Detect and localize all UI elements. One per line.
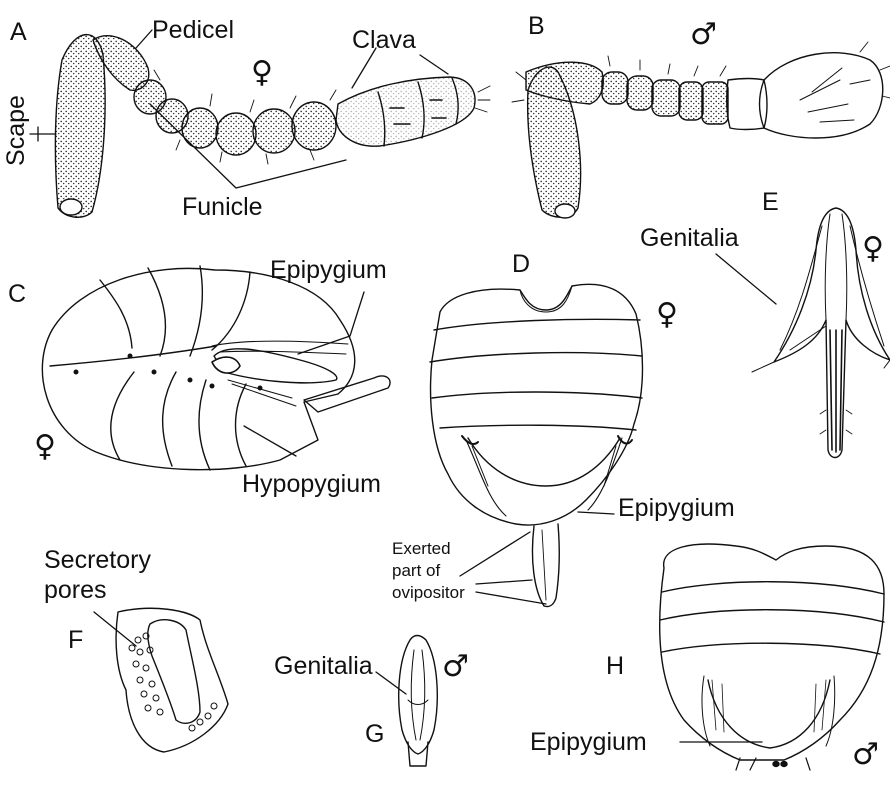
panel-c-metasoma-lateral [42, 266, 390, 470]
sclerite-inner-window [148, 620, 200, 724]
genitalia-label-female: Genitalia [640, 226, 739, 251]
male-metasoma-outline [660, 544, 884, 760]
epipygium-structure [212, 341, 348, 383]
exerted-ovipositor [532, 524, 559, 607]
panel-a-letter: A [10, 20, 27, 45]
pore-dots [129, 633, 217, 731]
panel-f-secretory-pores [94, 608, 228, 752]
male-genitalia-capsule [399, 636, 438, 755]
panel-a-female-symbol: ♀ [251, 58, 273, 88]
secretory-pores-label-line1: Secretory [44, 548, 151, 573]
panel-g-male-symbol: ♂ [442, 652, 469, 682]
epipygium-label-c: Epipygium [270, 258, 387, 283]
epipygium-dorsal-plate [462, 436, 632, 516]
panel-h-metasoma-male [660, 544, 884, 770]
secretory-pores-label-line2: pores [44, 578, 107, 603]
epipygium-label-d: Epipygium [618, 496, 735, 521]
panel-f-leader-line [94, 612, 136, 646]
sclerite-outline [116, 608, 228, 752]
male-genitalia-inner [408, 650, 428, 740]
ovipositor-label-line1: Exerted [392, 538, 451, 559]
male-funicle-pale-segment [727, 79, 767, 130]
panel-h-letter: H [606, 654, 624, 679]
panel-f-letter: F [68, 628, 83, 653]
male-tergite-lines [660, 582, 884, 654]
panel-g-genitalia-male [376, 636, 437, 767]
panel-b-male-symbol: ♂ [690, 20, 717, 50]
panel-h-male-symbol: ♂ [852, 740, 879, 770]
panel-b-antenna-male [512, 42, 890, 218]
genital-shaft [830, 330, 842, 452]
panel-g-letter: G [365, 722, 384, 747]
panel-d-female-symbol: ♀ [656, 300, 678, 330]
panel-e-female-symbol: ♀ [862, 234, 884, 264]
panel-e-leader-line [716, 254, 776, 304]
panel-d-letter: D [512, 252, 530, 277]
panel-d-metasoma-dorsal [430, 284, 643, 606]
clava-segment [336, 77, 475, 146]
panel-b-letter: B [528, 14, 545, 39]
genitalia-label-male: Genitalia [274, 654, 373, 679]
tergite-band-lines [430, 319, 642, 430]
metasoma-outline [42, 268, 354, 469]
hypopygium-label: Hypopygium [242, 472, 381, 497]
panel-c-female-symbol: ♀ [34, 432, 56, 462]
panel-c-letter: C [8, 282, 26, 307]
male-funicle-segments [602, 72, 728, 124]
panel-c-leader-lines [244, 292, 364, 456]
funicle-label: Funicle [182, 195, 263, 220]
scape-label: Scape [4, 95, 29, 166]
panel-e-letter: E [762, 190, 779, 215]
epipygium-label-h: Epipygium [530, 730, 647, 755]
ovipositor-label-line2: part of [392, 560, 440, 581]
ovipositor-structure [228, 376, 390, 412]
scape-segment [55, 35, 105, 218]
clava-label: Clava [352, 28, 416, 53]
male-epipygium-plate [702, 676, 835, 748]
ovipositor-label-line3: ovipositor [392, 582, 465, 603]
tergum-segment-lines [50, 266, 250, 366]
male-clava-segment [760, 53, 883, 138]
sternite-segment-lines [111, 372, 246, 470]
panel-g-leader-line [376, 672, 406, 694]
pedicel-label: Pedicel [152, 18, 234, 43]
